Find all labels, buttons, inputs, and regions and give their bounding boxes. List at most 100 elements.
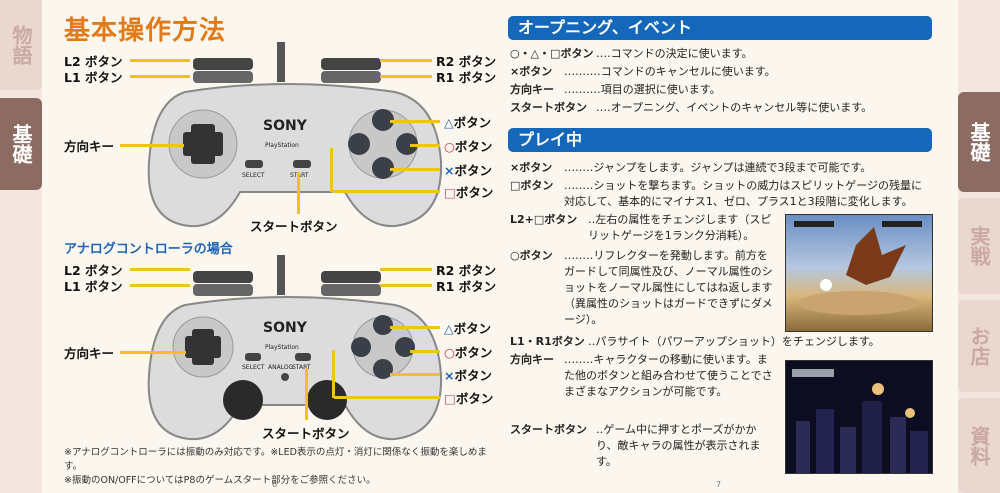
analog-start-label: START [292,364,311,371]
analog-triangle-callout-line [390,326,440,329]
left-tab-column: 物語 基礎 [0,0,42,493]
opening-row-2: ×ボタン‥‥‥‥‥コマンドのキャンセルに使います。 [510,65,776,78]
tab-battle-label: 実戦 [967,226,991,266]
controller-logo-text: PlayStation [265,142,299,149]
r2-button-shape [321,58,381,70]
opening-row-1: ○・△・□ボタン‥‥コマンドの決定に使います。 [510,47,753,60]
analog-logo-text: PlayStation [265,344,299,351]
play-row-jump: ×ボタン‥‥‥‥ジャンプをします。ジャンプは連続で3段まで可能です。 [510,161,872,174]
r1-label: R1 ボタン [436,70,497,85]
r2-label: R2 ボタン [436,54,497,69]
controller-brand: SONY [263,118,307,134]
l2-button-shape [193,58,253,70]
tab-basics-label: 基礎 [9,124,33,164]
circle-callout-line [410,144,440,147]
r1-button-shape [321,71,381,83]
analog-square-icon: □ [444,391,456,406]
triangle-callout-line [390,120,440,123]
analog-dpad-callout-line [120,351,186,354]
page-title: 基本操作方法 [64,16,227,46]
analog-square-label: □ボタン [444,391,494,406]
notes-box: ※アナログコントローラには振動のみ対応です。※LED表示の点灯・消灯に関係なく振… [64,446,500,488]
screenshot-1-art [794,221,922,315]
select-button-shape [245,160,263,168]
play-row-pause: スタートボタン‥ゲーム中に押すとポーズがかかり、敵キャラの属性が表示されます。 [510,423,761,468]
start-callout-vline [297,172,300,214]
tab-story[interactable]: 物語 [0,0,42,90]
triangle-button-shape [372,109,394,131]
analog-cross-callout-line [390,373,440,376]
gameplay-screenshot-2 [785,360,933,474]
r2-callout-line [380,59,432,62]
analog-l2-callout-line [130,268,190,271]
section-play-header: プレイ中 [508,128,932,152]
screenshot-2-art [792,369,928,473]
play-row-attr-change: L2+□ボタン‥左右の属性をチェンジします（スピリットゲージを1ランク分消耗）。 [510,213,772,242]
r1-callout-line [380,75,432,78]
controller-cable [277,42,285,82]
tab-basics-right[interactable]: 基礎 [958,92,1000,192]
square-callout-line [332,190,440,193]
triangle-icon: △ [444,115,454,130]
analog-square-callout-line [334,396,440,399]
analog-circle-label: ○ボタン [444,345,493,360]
opening-row-4: スタートボタン‥‥オープニング、イベントのキャンセル等に使います。 [510,101,873,114]
play-row-parasite: L1・R1ボタン‥パラサイト（パワーアップショット）をチェンジします。 [510,335,880,348]
analog-triangle-label: △ボタン [444,321,492,336]
analog-controller-brand: SONY [263,320,307,336]
analog-controller-illustration [147,255,443,441]
left-analog-stick [223,380,263,420]
circle-label: ○ボタン [444,139,493,154]
tab-shop[interactable]: お店 [958,300,1000,392]
tab-basics-left[interactable]: 基礎 [0,98,42,190]
right-tab-column: 基礎 実戦 お店 資料 [958,0,1000,493]
tab-battle[interactable]: 実戦 [958,198,1000,294]
cross-icon: × [444,163,455,178]
analog-r2-label: R2 ボタン [436,263,497,278]
opening-row-3: 方向キー‥‥‥‥‥項目の選択に使います。 [510,83,721,96]
note-line-2: ※振動のON/OFFについてはP8のゲームスタート部分をご参照ください。 [64,475,376,486]
circle-button-shape [396,133,418,155]
analog-start-button-label: スタートボタン [262,426,350,441]
analog-cross-label: ×ボタン [444,368,492,383]
note-line-1: ※アナログコントローラには振動のみ対応です。※LED表示の点灯・消灯に関係なく振… [64,447,487,472]
analog-l2-label: L2 ボタン [64,263,123,278]
dpad-horizontal [183,132,223,156]
cross-callout-line [390,168,440,171]
l1-button-shape [193,71,253,83]
l1-callout-line [130,75,190,78]
page-number-right: 7 [716,480,722,489]
analog-l1-callout-line [130,284,190,287]
tab-data[interactable]: 資料 [958,398,1000,493]
square-label: □ボタン [444,185,494,200]
circle-icon: ○ [444,139,455,154]
select-label: SELECT [242,172,265,179]
analog-cross-icon: × [444,368,455,383]
gameplay-screenshot-1 [785,214,933,332]
dpad-label: 方向キー [64,139,115,154]
analog-l1-label: L1 ボタン [64,279,123,294]
right-analog-stick [307,380,347,420]
start-button-label: スタートボタン [250,219,338,234]
analog-dpad-label: 方向キー [64,346,115,361]
analog-section-title: アナログコントローラの場合 [64,242,233,257]
controller-illustration [147,42,443,228]
analog-start-callout-vline [305,368,308,420]
l1-label: L1 ボタン [64,70,123,85]
analog-r1-callout-line [380,284,432,287]
tab-basics-right-label: 基礎 [967,122,991,162]
analog-select-label: SELECT [242,364,265,371]
l2-label: L2 ボタン [64,54,123,69]
analog-r2-callout-line [380,268,432,271]
play-row-move: 方向キー‥‥‥‥キャラクターの移動に使います。また他のボタンと組み合わせて使うこ… [510,353,773,398]
l2-callout-line [130,59,190,62]
analog-circle-icon: ○ [444,345,455,360]
triangle-label: △ボタン [444,115,492,130]
square-callout-vline [330,148,333,192]
page-number-left: 6 [272,480,278,489]
play-row-shot: □ボタン‥‥‥‥ショットを撃ちます。ショットの威力はスピリットゲージの残量に対応… [510,179,923,208]
start-button-shape [293,160,311,168]
section-opening-header: オープニング、イベント [508,16,932,40]
analog-r1-label: R1 ボタン [436,279,497,294]
tab-shop-label: お店 [967,326,991,366]
